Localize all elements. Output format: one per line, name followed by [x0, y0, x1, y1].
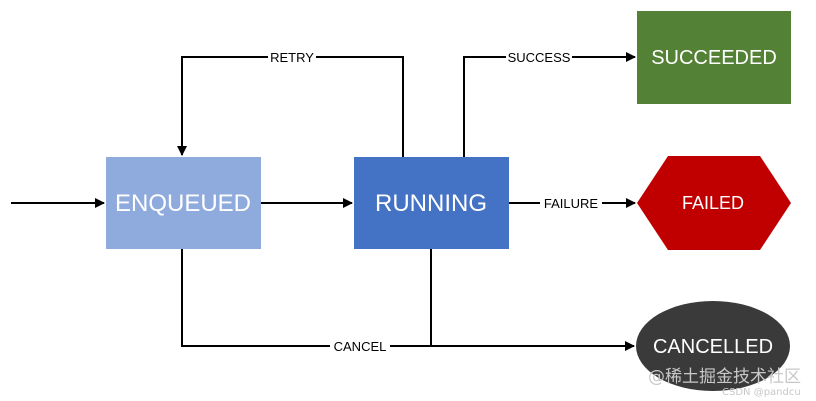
succeeded-label: SUCCEEDED: [651, 47, 777, 69]
cancel-arrow: [430, 249, 635, 351]
failed-label: FAILED: [682, 193, 744, 213]
running-node: [354, 157, 509, 249]
cancelled-node: [636, 301, 790, 391]
failure-label: FAILURE: [544, 196, 599, 211]
retry-arrow: [177, 56, 404, 157]
failed-node: [637, 156, 791, 250]
retry-label: RETRY: [270, 50, 314, 65]
success-arrow: [463, 52, 636, 157]
succeeded-node: [637, 11, 791, 104]
running-label: RUNNING: [375, 190, 487, 217]
watermark-credit: CSDN @pandcu: [722, 387, 801, 398]
cancel-label: CANCEL: [334, 339, 387, 354]
success-label: SUCCESS: [508, 50, 571, 65]
cancel-from-enqueued-line: [181, 249, 431, 347]
watermark-site: @稀土掘金技术社区: [648, 367, 801, 387]
enqueued-node: [106, 157, 261, 249]
cancelled-label: CANCELLED: [653, 336, 773, 358]
enqueued-label: ENQUEUED: [115, 190, 251, 217]
